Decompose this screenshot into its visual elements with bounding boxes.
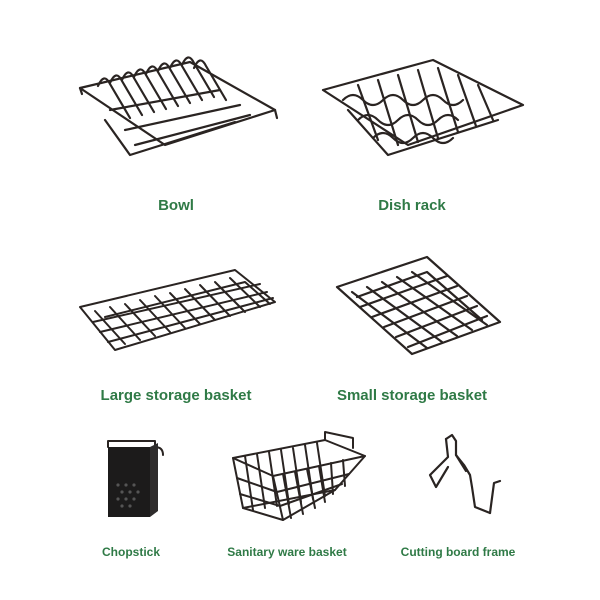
sanitary-ware-basket-illustration bbox=[232, 431, 366, 521]
bowl-label: Bowl bbox=[158, 197, 194, 214]
cutting-board-frame-label: Cutting board frame bbox=[400, 545, 516, 559]
sanitary-ware-basket-label: Sanitary ware basket bbox=[227, 545, 347, 559]
dish-rack-label: Dish rack bbox=[378, 197, 446, 214]
large-storage-basket-label: Large storage basket bbox=[100, 387, 252, 404]
bowl-rack-illustration bbox=[78, 56, 279, 157]
small-storage-basket-label: Small storage basket bbox=[336, 387, 488, 404]
large-storage-basket-illustration bbox=[79, 269, 276, 351]
cutting-board-frame-illustration bbox=[428, 433, 502, 515]
dish-rack-illustration bbox=[321, 58, 525, 157]
chopstick-label: Chopstick bbox=[101, 545, 161, 559]
chopstick-holder-illustration bbox=[107, 440, 164, 517]
small-storage-basket-illustration bbox=[335, 255, 502, 356]
